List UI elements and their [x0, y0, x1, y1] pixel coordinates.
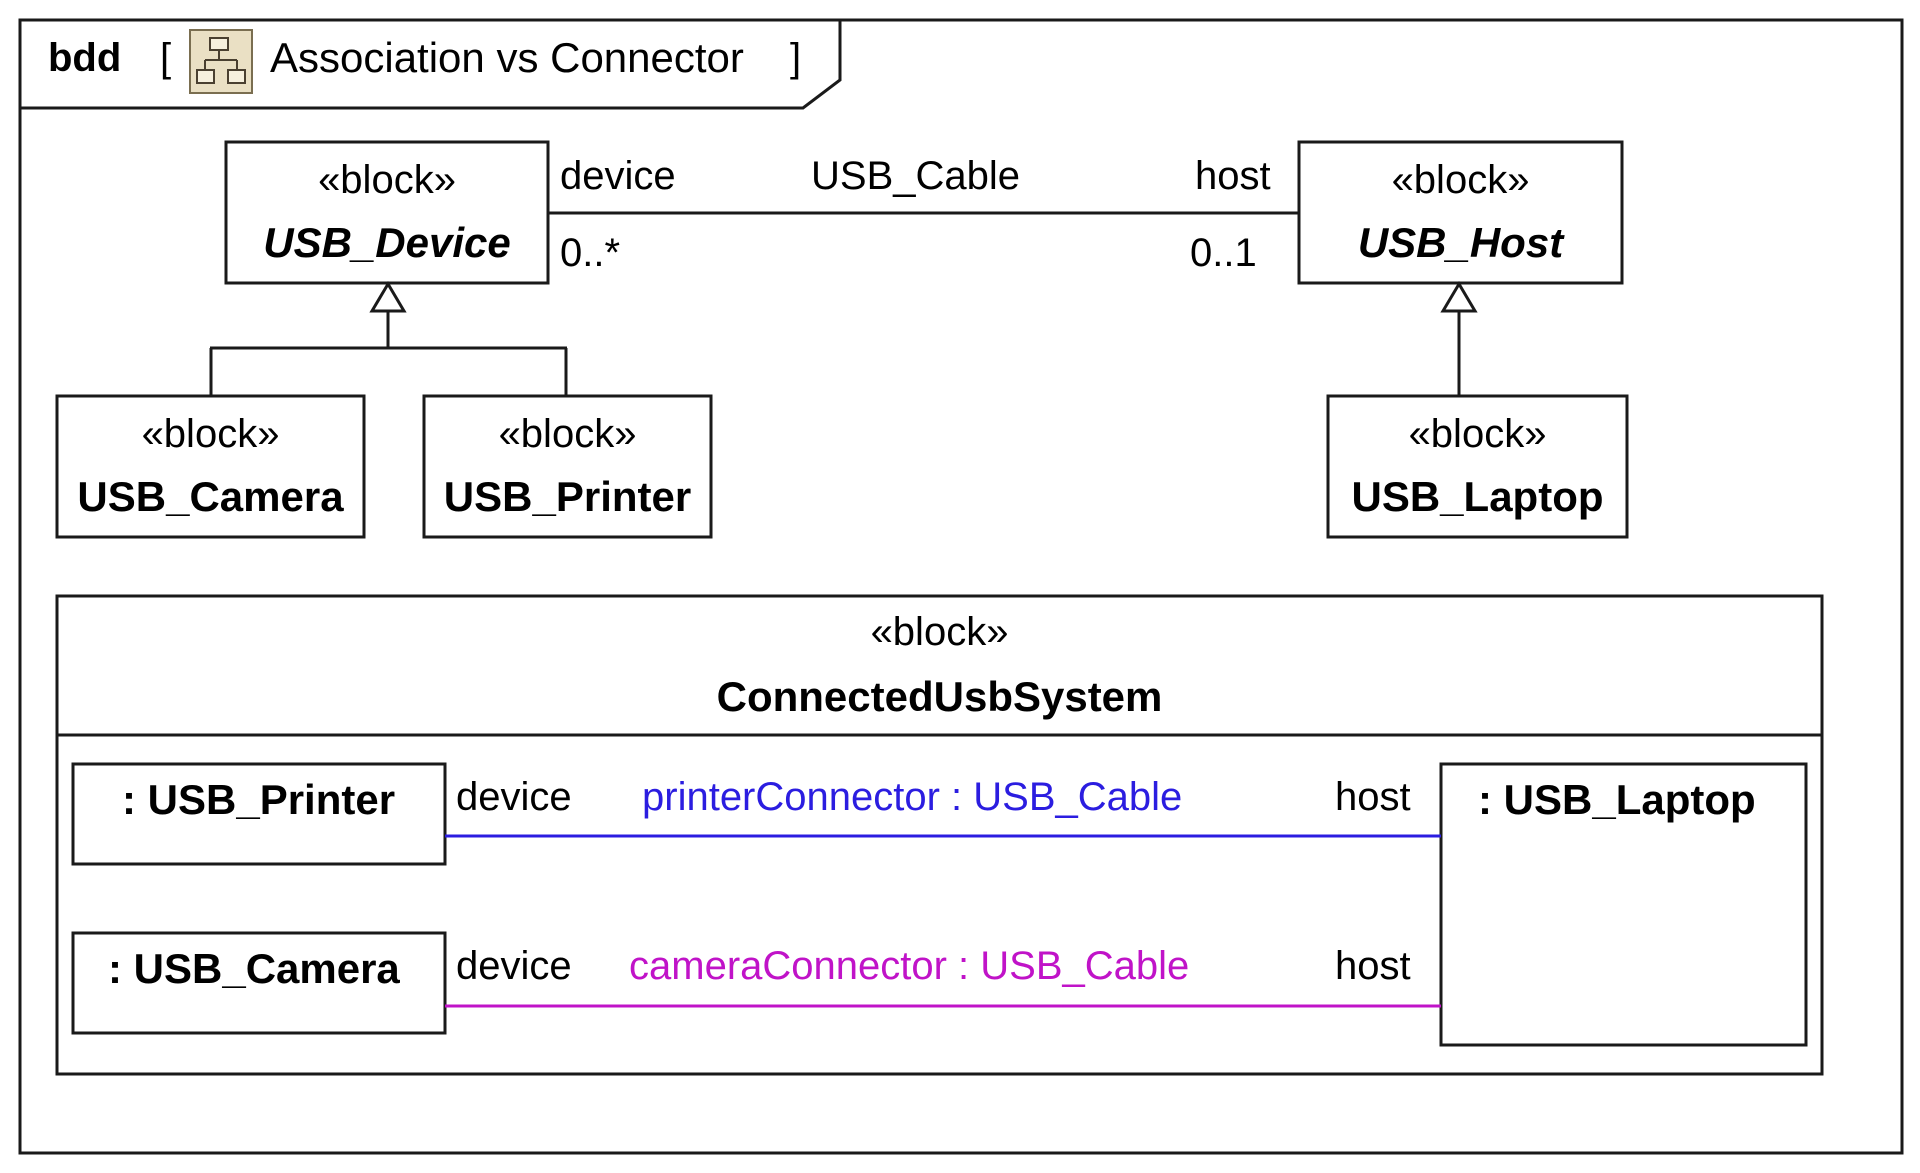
- frame-open-bracket: [: [160, 36, 172, 80]
- laptop-part-label: : USB_Laptop: [1478, 776, 1756, 823]
- usb-camera-block[interactable]: [55, 394, 366, 539]
- usb-host-name: USB_Host: [1357, 219, 1564, 266]
- printer-connector-label: printerConnector : USB_Cable: [642, 775, 1183, 819]
- usb-printer-name: USB_Printer: [443, 473, 692, 520]
- connected-usb-system-name: ConnectedUsbSystem: [716, 673, 1163, 720]
- association-device-multiplicity: 0..*: [560, 231, 621, 275]
- association-name: USB_Cable: [811, 154, 1021, 198]
- connected-usb-system-label: «block» ConnectedUsbSystem: [57, 612, 1822, 718]
- generalization-arrowhead: [369, 281, 407, 313]
- usb-device-label: «block» USB_Device: [226, 160, 548, 264]
- usb-camera-label: «block» USB_Camera: [57, 414, 364, 518]
- association-host-multiplicity: 0..1: [1190, 231, 1257, 275]
- camera-connector-device-role: device: [456, 944, 572, 988]
- printer-connector-device-role: device: [456, 775, 572, 819]
- host-generalization[interactable]: [1440, 281, 1478, 396]
- laptop-part[interactable]: [1439, 762, 1808, 1047]
- usb-device-name: USB_Device: [263, 219, 511, 266]
- association-device-role: device: [560, 154, 676, 198]
- device-generalization[interactable]: [209, 281, 568, 396]
- diagram-title: Association vs Connector: [270, 34, 744, 81]
- connected-usb-system-stereotype: «block»: [870, 610, 1009, 654]
- usb-laptop-block[interactable]: [1326, 394, 1629, 539]
- camera-connector-label: cameraConnector : USB_Cable: [629, 944, 1190, 988]
- usb-laptop-name: USB_Laptop: [1351, 473, 1604, 520]
- usb-camera-stereotype: «block»: [141, 412, 280, 456]
- usb-device-stereotype: «block»: [318, 158, 456, 202]
- frame-header-tab: [20, 20, 842, 110]
- printer-part-label: : USB_Printer: [122, 776, 396, 823]
- camera-part[interactable]: [71, 931, 447, 1035]
- generalization-arrowhead: [1440, 281, 1478, 313]
- usb-host-stereotype: «block»: [1391, 158, 1530, 202]
- usb-host-block[interactable]: [1297, 140, 1624, 285]
- camera-connector-host-role: host: [1335, 944, 1411, 988]
- usb-camera-name: USB_Camera: [77, 473, 344, 520]
- usb-laptop-label: «block» USB_Laptop: [1328, 414, 1627, 518]
- diagram-kind: bdd: [48, 36, 122, 80]
- usb-laptop-stereotype: «block»: [1408, 412, 1547, 456]
- association-host-role: host: [1195, 154, 1271, 198]
- diagram-frame: [18, 18, 1904, 1155]
- usb-printer-label: «block» USB_Printer: [424, 414, 711, 518]
- frame-close-bracket: ]: [790, 36, 802, 80]
- camera-part-label: : USB_Camera: [108, 945, 400, 992]
- printer-connector-host-role: host: [1335, 775, 1411, 819]
- usb-printer-stereotype: «block»: [498, 412, 637, 456]
- printer-part[interactable]: [71, 762, 447, 866]
- usb-host-label: «block» USB_Host: [1299, 160, 1622, 264]
- block-definition-diagram-icon: [189, 29, 253, 94]
